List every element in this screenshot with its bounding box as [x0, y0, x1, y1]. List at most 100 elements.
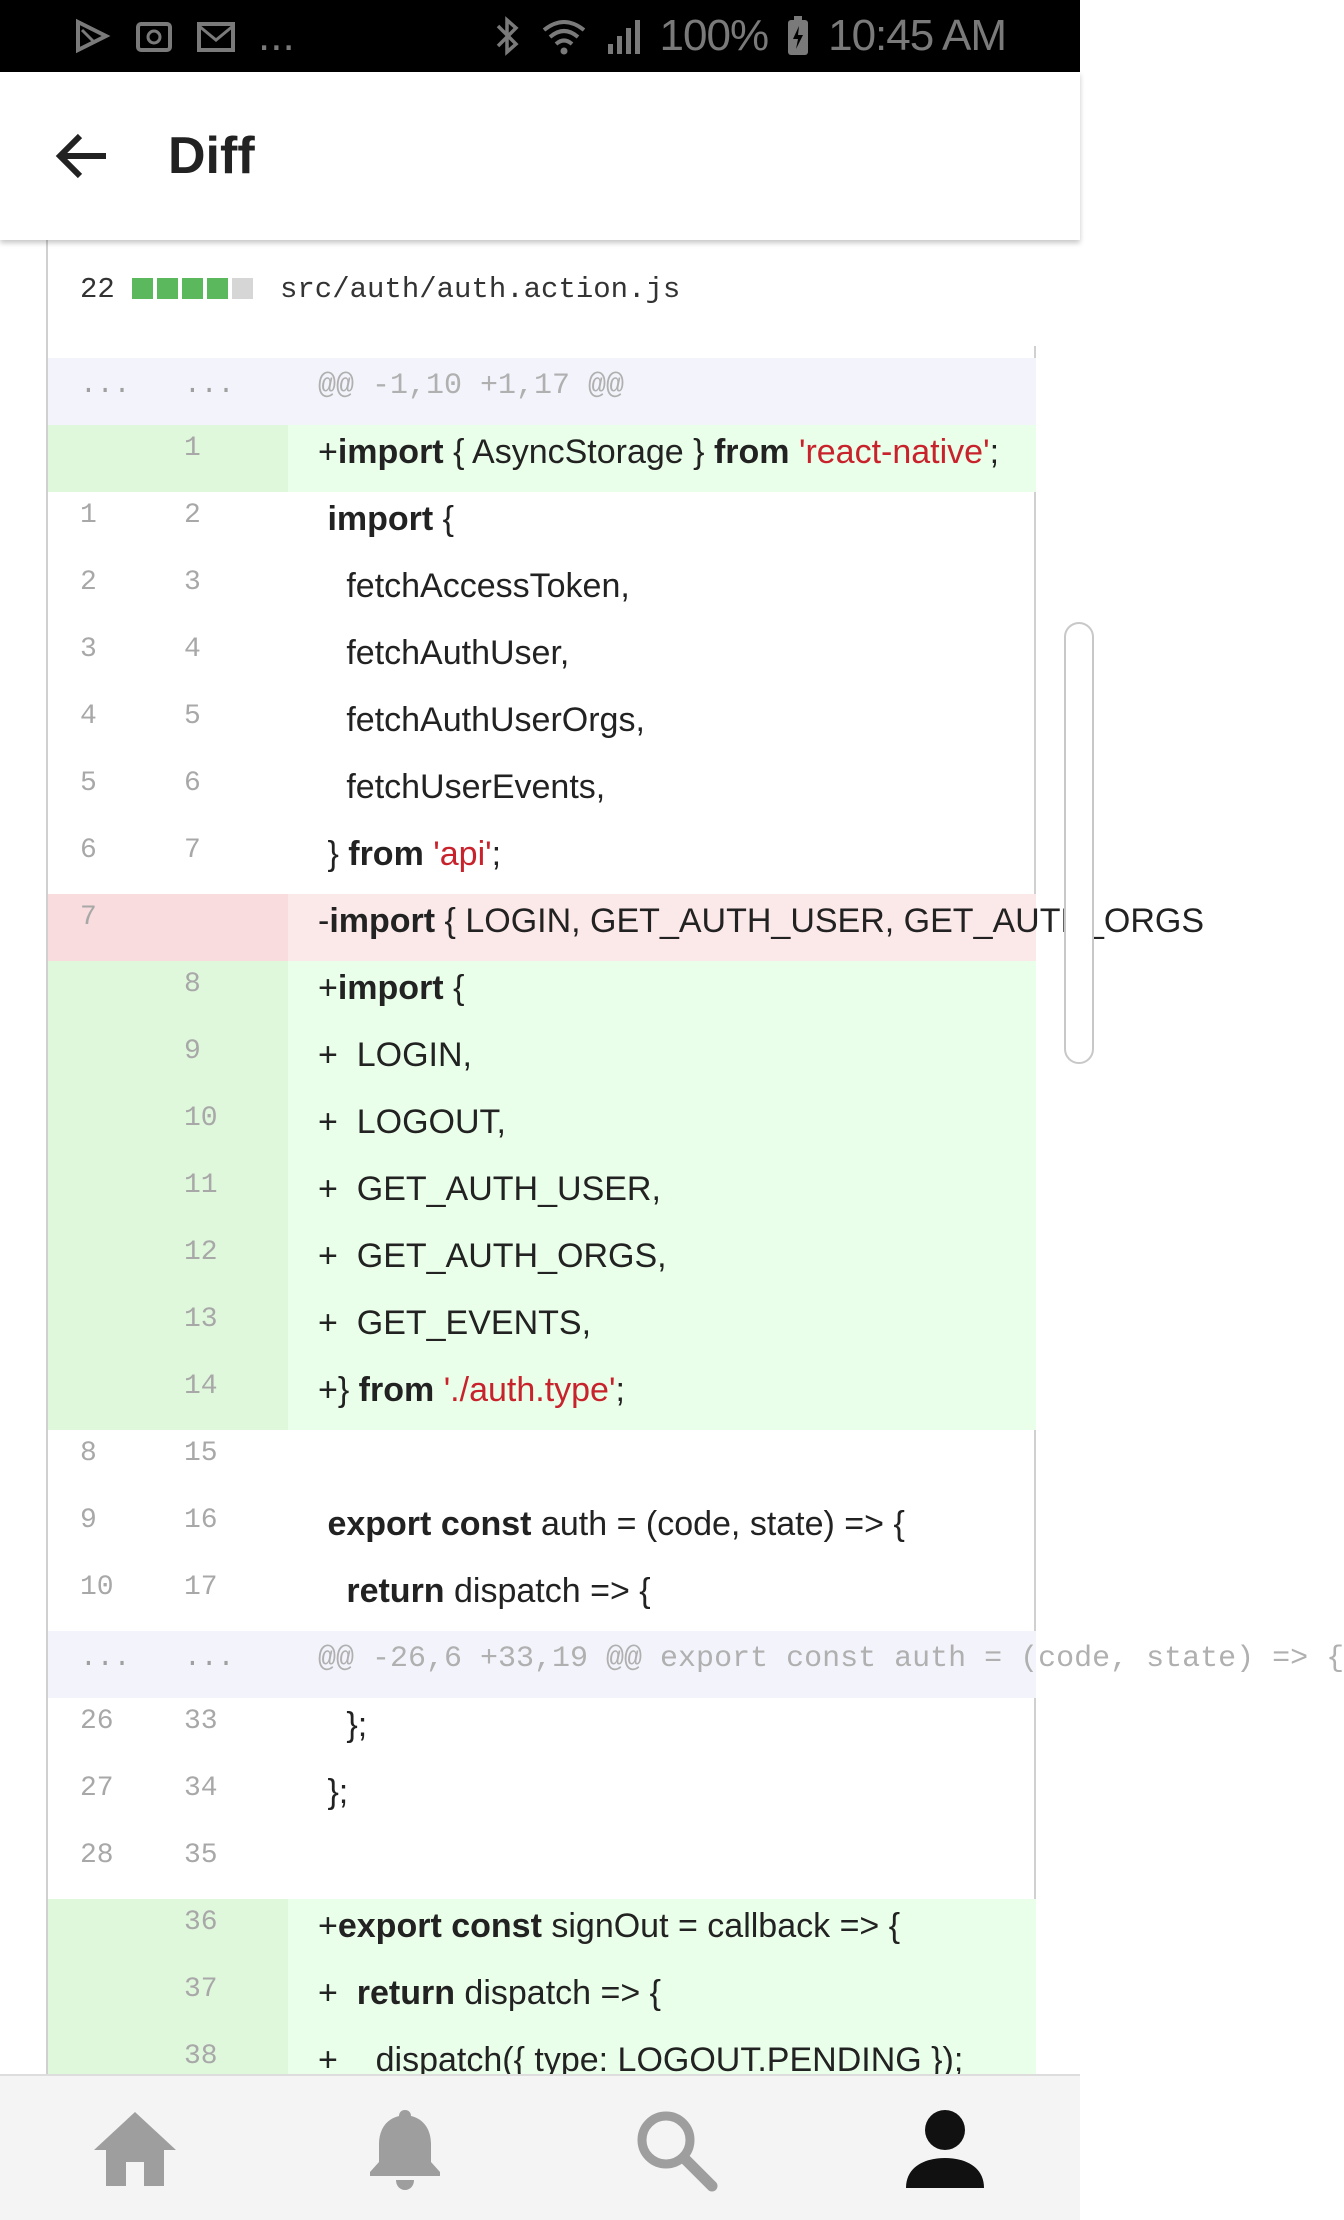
- diffstat-block-add: [132, 278, 153, 299]
- code-token: [442, 1907, 451, 1945]
- new-line-number: 2: [184, 500, 201, 531]
- code-token: fetchUserEvents,: [318, 768, 606, 806]
- code-text: + LOGOUT,: [318, 1095, 506, 1162]
- code-text: +export const signOut = callback => {: [318, 1899, 900, 1966]
- new-line-number: 11: [184, 1170, 218, 1201]
- new-line-number: 35: [184, 1840, 218, 1871]
- mail-icon: [197, 22, 235, 52]
- hunk-header-row[interactable]: ......@@ -1,10 +1,17 @@: [48, 358, 1036, 425]
- code-text: + GET_EVENTS,: [318, 1296, 591, 1363]
- diff-lines[interactable]: ......@@ -1,10 +1,17 @@1+import { AsyncS…: [48, 358, 1344, 2100]
- new-line-number: 33: [184, 1706, 218, 1737]
- code-token: + LOGIN,: [318, 1036, 472, 1074]
- code-token: [424, 835, 433, 873]
- line-gutter: [48, 425, 288, 492]
- clock: 10:45 AM: [828, 11, 1007, 60]
- old-line-number: 1: [80, 500, 97, 531]
- context-line-row[interactable]: 2 3 fetchAccessToken,: [48, 559, 1036, 626]
- code-keyword: import: [327, 500, 434, 538]
- code-token: +: [318, 969, 338, 1007]
- code-token: fetchAccessToken,: [318, 567, 630, 605]
- code-text: + dispatch({ type: LOGOUT.PENDING });: [318, 2033, 963, 2100]
- added-line-row[interactable]: 1+import { AsyncStorage } from 'react-na…: [48, 425, 1036, 492]
- added-line-row[interactable]: 10 + LOGOUT,: [48, 1095, 1036, 1162]
- new-line-number: 12: [184, 1237, 218, 1268]
- code-keyword: export: [327, 1505, 432, 1543]
- line-gutter: [48, 894, 288, 961]
- added-line-row[interactable]: 11 + GET_AUTH_USER,: [48, 1162, 1036, 1229]
- code-token: fetchAuthUser,: [318, 634, 570, 672]
- added-line-row[interactable]: 14+} from './auth.type';: [48, 1363, 1036, 1430]
- code-text: fetchAccessToken,: [318, 559, 630, 626]
- code-token: -: [318, 902, 330, 940]
- code-text: +import {: [318, 961, 464, 1028]
- code-text: import {: [318, 492, 454, 559]
- nav-profile-button[interactable]: [900, 2104, 990, 2194]
- new-line-number: 13: [184, 1304, 218, 1335]
- old-line-number: ...: [80, 1643, 131, 1674]
- nav-home-button[interactable]: [90, 2104, 180, 2194]
- hunk-header-row[interactable]: ......@@ -26,6 +33,19 @@ export const au…: [48, 1631, 1344, 1698]
- code-string: 'api': [433, 835, 492, 873]
- added-line-row[interactable]: 36+export const signOut = callback => {: [48, 1899, 1036, 1966]
- code-string: './auth.type': [443, 1371, 616, 1409]
- diffstat-bar: [132, 278, 253, 299]
- old-line-number: 4: [80, 701, 97, 732]
- code-token: + GET_EVENTS,: [318, 1304, 592, 1342]
- code-text: + GET_AUTH_ORGS,: [318, 1229, 667, 1296]
- line-gutter: [48, 1162, 288, 1229]
- code-keyword: const: [440, 1505, 532, 1543]
- code-text: -import { LOGIN, GET_AUTH_USER, GET_AUTH…: [318, 894, 1204, 961]
- code-token: [790, 433, 799, 471]
- diffstat-block-add: [157, 278, 178, 299]
- file-header: 22 src/auth/auth.action.js: [48, 240, 1036, 346]
- old-line-number: 10: [80, 1572, 114, 1603]
- nav-search-button[interactable]: [630, 2104, 720, 2194]
- home-icon: [94, 2112, 176, 2186]
- old-line-number: 6: [80, 835, 97, 866]
- diffstat-block-add: [182, 278, 203, 299]
- file-name: src/auth/auth.action.js: [280, 273, 681, 306]
- code-text: + GET_AUTH_USER,: [318, 1162, 661, 1229]
- added-line-row[interactable]: 37+ return dispatch => {: [48, 1966, 1036, 2033]
- new-line-number: ...: [184, 1643, 235, 1674]
- added-line-row[interactable]: 9+ LOGIN,: [48, 1028, 1036, 1095]
- context-line-row[interactable]: 5 6 fetchUserEvents,: [48, 760, 1036, 827]
- nav-notifications-button[interactable]: [360, 2104, 450, 2194]
- context-line-row[interactable]: 1 2 import {: [48, 492, 1036, 559]
- back-button[interactable]: [52, 124, 116, 188]
- code-string: 'react-native': [798, 433, 990, 471]
- added-line-row[interactable]: 8+import {: [48, 961, 1036, 1028]
- diff-card[interactable]: 22 src/auth/auth.action.js ......@@ -1,1…: [46, 240, 1344, 2100]
- gallery-icon: [136, 22, 172, 52]
- play-store-icon: [76, 18, 111, 54]
- added-line-row[interactable]: 13 + GET_EVENTS,: [48, 1296, 1036, 1363]
- old-line-number: 2: [80, 567, 97, 598]
- code-token: {: [443, 969, 465, 1007]
- signal-icon: [607, 20, 640, 54]
- old-line-number: 8: [80, 1438, 97, 1469]
- code-token: +}: [318, 1371, 359, 1409]
- added-line-row[interactable]: 12 + GET_AUTH_ORGS,: [48, 1229, 1036, 1296]
- old-line-number: 5: [80, 768, 97, 799]
- code-token: {: [433, 500, 455, 538]
- old-line-number: 28: [80, 1840, 114, 1871]
- new-line-number: 10: [184, 1103, 218, 1134]
- context-line-row[interactable]: 28 35: [48, 1832, 1036, 1899]
- deleted-line-row[interactable]: 7-import { LOGIN, GET_AUTH_USER, GET_AUT…: [48, 894, 1204, 961]
- diffstat-block-neutral: [232, 278, 253, 299]
- new-line-number: 3: [184, 567, 201, 598]
- code-text: };: [318, 1698, 367, 1765]
- code-keyword: const: [451, 1907, 542, 1945]
- status-bar: ... 100% 10:45 AM: [0, 0, 1080, 72]
- new-line-number: 6: [184, 768, 201, 799]
- side-scroll-handle[interactable]: [1064, 622, 1094, 1064]
